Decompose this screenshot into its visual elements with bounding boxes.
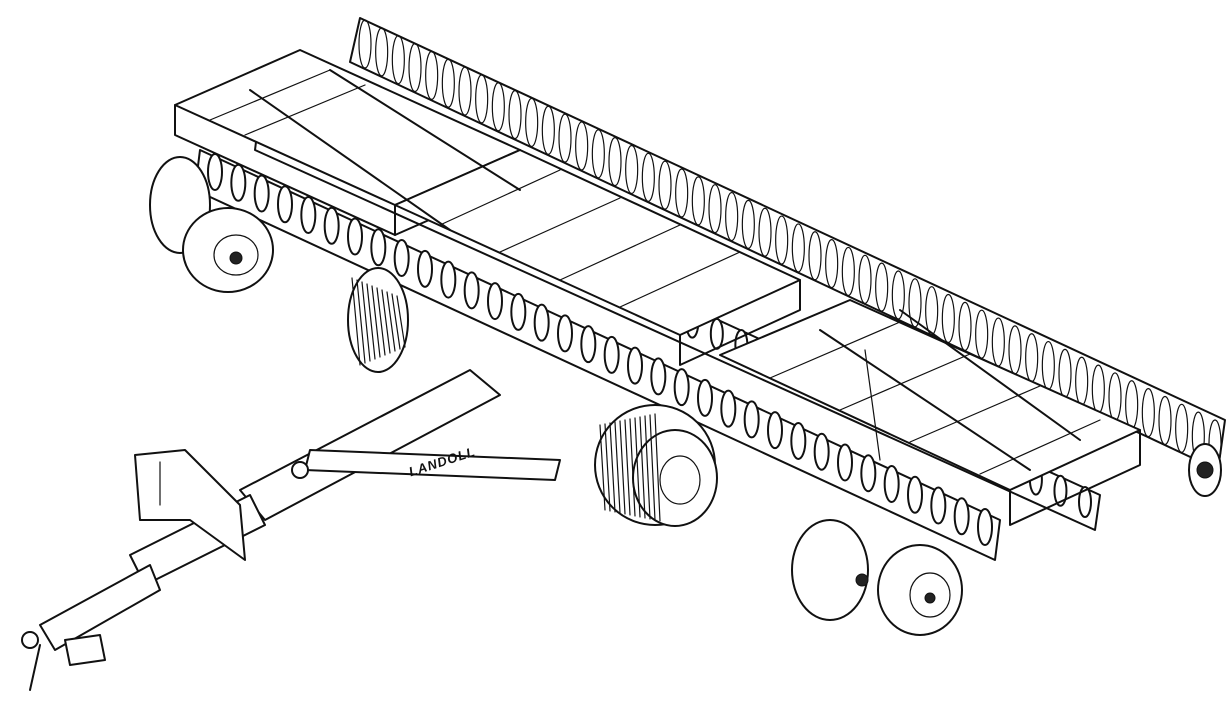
disc-blade (1053, 474, 1068, 507)
main-frame (174, 49, 1141, 526)
disc-blade (557, 314, 573, 353)
tongue-pivot-pin (291, 461, 309, 479)
basket-rib (775, 215, 789, 265)
disc-blade (860, 454, 877, 493)
basket-rib (558, 113, 572, 163)
right-wing-wheel-pair (791, 519, 963, 636)
basket-rib (708, 184, 722, 234)
basket-rib (458, 66, 472, 116)
basket-rib (358, 19, 372, 69)
basket-rib (408, 42, 422, 93)
basket-rib (525, 97, 539, 148)
disc-blade (347, 217, 363, 256)
disc-blade (1078, 486, 1092, 518)
basket-rib (1141, 388, 1155, 438)
disc-blade (953, 497, 970, 536)
disc-blade (393, 239, 410, 278)
tongue-assembly: LANDOLL (21, 369, 561, 691)
disc-blade (743, 400, 760, 439)
left-wing-wheel-pair (149, 156, 274, 293)
basket-rib (675, 168, 689, 218)
basket-rib (725, 191, 739, 242)
disc-blade (230, 163, 247, 202)
basket-rib (441, 58, 455, 108)
basket-rib (858, 254, 872, 304)
disc-blade (790, 421, 807, 460)
disc-blade (253, 174, 270, 213)
basket-rib (1158, 395, 1172, 446)
disc-blade (627, 346, 643, 385)
disc-blade (323, 206, 340, 245)
basket-rib (758, 207, 772, 257)
basket-rib (925, 286, 939, 336)
disc-blade (673, 368, 690, 407)
disc-blade (767, 411, 783, 450)
disc-blade (510, 292, 527, 331)
basket-rib (825, 239, 839, 289)
basket-rib (891, 270, 905, 320)
basket-rib (375, 27, 389, 77)
basket-rib (791, 223, 805, 273)
disc-blade (813, 432, 830, 471)
disc-blade (883, 464, 900, 503)
basket-rib (691, 176, 705, 226)
basket-rib (508, 89, 522, 140)
basket-rib (425, 50, 439, 100)
disc-blade (603, 335, 620, 374)
basket-rib (491, 82, 505, 132)
disc-blade (580, 325, 597, 364)
basket-rib (591, 129, 605, 179)
basket-rib (658, 160, 672, 210)
disc-blade (417, 249, 433, 288)
rear-rolling-basket-row (349, 17, 1226, 497)
disc-blade (463, 271, 480, 310)
disc-blade (207, 153, 223, 191)
basket-rib (625, 144, 639, 195)
basket-rib (391, 35, 405, 85)
disc-blade (930, 486, 947, 525)
disc-blade (697, 378, 713, 417)
basket-rib (475, 74, 489, 124)
basket-rib (808, 231, 822, 281)
disc-blade (650, 357, 667, 396)
disc-blade (709, 317, 724, 350)
basket-rib (841, 246, 855, 297)
basket-rib (958, 301, 972, 351)
basket-rib (641, 152, 655, 202)
wheels (149, 156, 963, 636)
disc-blade (720, 389, 737, 428)
disc-blade (277, 185, 293, 224)
disc-blade (440, 260, 457, 299)
basket-rib (908, 278, 922, 328)
disc-blade (907, 475, 923, 514)
disc-blade (837, 443, 853, 482)
hitch-ring (21, 631, 39, 649)
basket-rib (608, 137, 622, 187)
basket-rib (1175, 403, 1189, 453)
disc-blade (533, 303, 550, 342)
disc-blade (977, 508, 993, 546)
basket-rib (575, 121, 589, 171)
basket-rib (941, 293, 955, 344)
basket-rib (541, 105, 555, 155)
basket-rib (741, 199, 755, 249)
disc-blade (487, 282, 503, 321)
basket-rib (875, 262, 889, 312)
disc-blade (370, 228, 387, 267)
center-transport-wheels (347, 267, 718, 527)
disc-blade (300, 196, 317, 235)
